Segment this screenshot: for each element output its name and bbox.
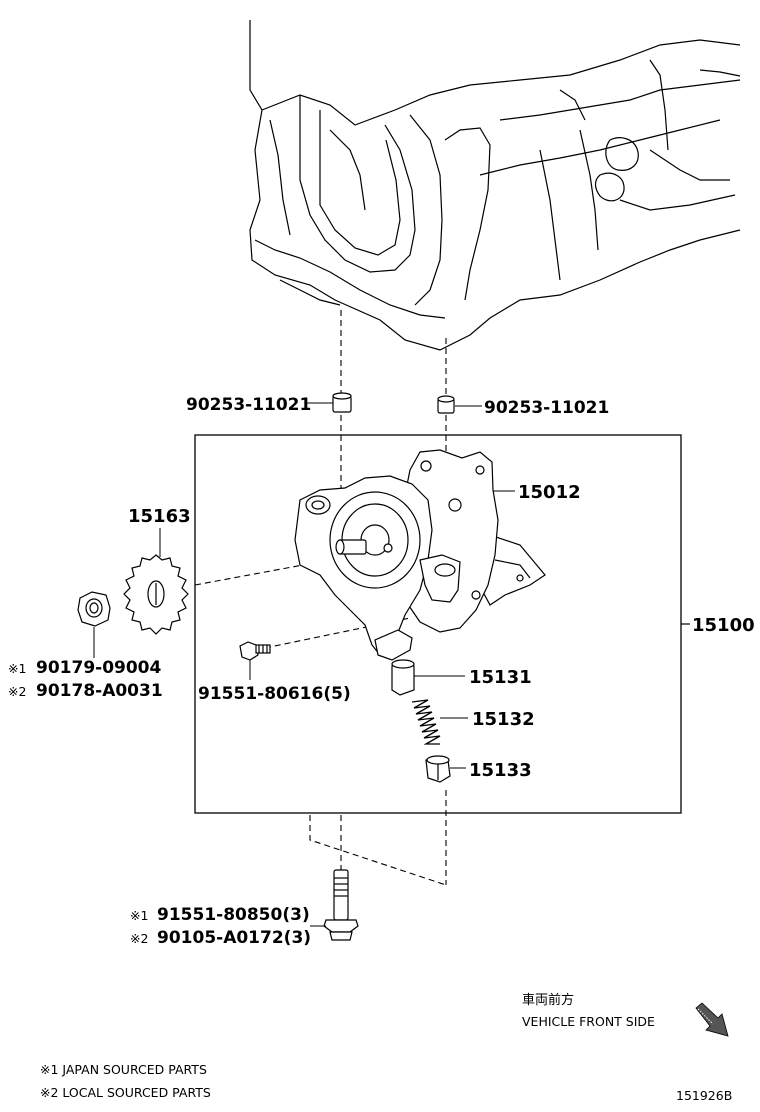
- relief-plug: [425, 755, 451, 783]
- label-front-en: VEHICLE FRONT SIDE: [522, 1014, 655, 1029]
- oil-pump-illustration: [294, 449, 546, 661]
- note-local-sourced: ※2 LOCAL SOURCED PARTS: [40, 1085, 211, 1100]
- long-bolt: [323, 869, 359, 941]
- timing-sprocket: [123, 554, 189, 635]
- sprocket-nut: [77, 591, 111, 627]
- label-small-bolt: 91551-80616(5): [198, 684, 351, 704]
- label-nut-mark1: ※1: [8, 661, 26, 676]
- label-nut-2: 90178-A0031: [36, 681, 163, 701]
- label-bolt-mark1: ※1: [130, 908, 148, 923]
- relief-valve: [391, 659, 415, 696]
- dowel-pin-right: [437, 395, 455, 414]
- label-bolt-mark2: ※2: [130, 931, 148, 946]
- vehicle-front-arrow-icon: [695, 1002, 729, 1037]
- label-plug: 15133: [469, 760, 532, 781]
- label-nut-mark2: ※2: [8, 684, 26, 699]
- dowel-pin-left: [332, 392, 352, 413]
- label-dowel-left: 90253-11021: [186, 395, 311, 415]
- label-bolt-1: 91551-80850(3): [157, 905, 310, 925]
- label-pump-body: 15012: [518, 482, 581, 503]
- label-front-jp: 車両前方: [522, 992, 574, 1008]
- note-japan-sourced: ※1 JAPAN SOURCED PARTS: [40, 1062, 207, 1077]
- figure-id: 151926B: [676, 1088, 732, 1103]
- label-nut-1: 90179-09004: [36, 658, 162, 678]
- small-bolt: [239, 641, 271, 661]
- label-valve: 15131: [469, 667, 532, 688]
- engine-block-illustration: [249, 20, 741, 351]
- label-assembly: 15100: [692, 615, 755, 636]
- label-bolt-2: 90105-A0172(3): [157, 928, 311, 948]
- label-dowel-right: 90253-11021: [484, 398, 609, 418]
- label-spring: 15132: [472, 709, 535, 730]
- label-sprocket: 15163: [128, 506, 191, 527]
- relief-spring: [411, 699, 441, 745]
